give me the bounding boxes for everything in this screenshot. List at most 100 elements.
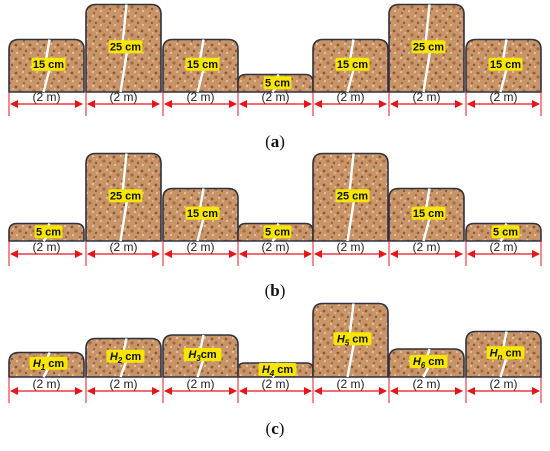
- label-highlight: [486, 346, 525, 360]
- span-length-label: (2 m): [187, 240, 215, 254]
- thickness-unit: cm: [349, 333, 368, 345]
- block-thickness-label: H5 cm: [337, 333, 369, 347]
- block-thickness-label: H6 cm: [413, 356, 445, 370]
- label-highlight: [108, 189, 143, 203]
- thickness-variable: H: [262, 364, 271, 376]
- thickness-unit: cm: [45, 358, 64, 370]
- block-thickness-label: H2 cm: [110, 351, 142, 365]
- thickness-subscript: n: [498, 352, 503, 361]
- thickness-subscript: 5: [345, 338, 350, 347]
- block-thickness-label: 25 cm: [110, 41, 141, 53]
- thickness-variable: H: [337, 333, 346, 345]
- label-highlight: [411, 40, 446, 54]
- label-highlight: [263, 76, 292, 90]
- soil-block: 15 cm: [162, 38, 239, 93]
- soil-block: 25 cm: [85, 3, 162, 93]
- block-thickness-label: 25 cm: [337, 190, 368, 202]
- thickness-variable: H: [110, 351, 119, 363]
- thickness-unit: cm: [201, 349, 217, 361]
- block-thickness-label: H4 cm: [262, 364, 294, 378]
- span-length-label: (2 m): [490, 90, 518, 104]
- soil-block: 25 cm: [388, 3, 465, 93]
- label-highlight: [108, 40, 143, 54]
- label-highlight: [183, 348, 222, 361]
- thickness-unit: cm: [425, 356, 444, 368]
- soil-block: H2 cm: [85, 337, 162, 378]
- label-highlight: [29, 356, 68, 370]
- panel-label-letter: b: [270, 281, 279, 300]
- thickness-variable: H: [490, 347, 499, 359]
- block-thickness-label: H1 cm: [33, 358, 65, 372]
- soil-block: 5 cm: [237, 222, 314, 242]
- block-thickness-label: 15 cm: [187, 208, 218, 220]
- span-length-label: (2 m): [337, 90, 365, 104]
- soil-block: 15 cm: [465, 38, 542, 93]
- soil-block: 15 cm: [312, 38, 389, 93]
- thickness-variable: H: [188, 349, 197, 361]
- panel-label-open: (: [265, 132, 271, 151]
- soil-block: 5 cm: [465, 222, 542, 242]
- label-highlight: [34, 225, 63, 239]
- panel-label-open: (: [265, 281, 271, 300]
- block-thickness-label: 15 cm: [413, 208, 444, 220]
- span-length-label: (2 m): [337, 377, 365, 391]
- panel-label: (b): [265, 281, 286, 300]
- soil-block: H6 cm: [388, 348, 465, 378]
- label-highlight: [106, 349, 145, 363]
- span-length-label: (2 m): [413, 377, 441, 391]
- label-highlight: [185, 57, 220, 71]
- panel-label-letter: c: [271, 419, 279, 438]
- span-length-label: (2 m): [187, 90, 215, 104]
- span-length-label: (2 m): [33, 90, 61, 104]
- soil-block: H1 cm: [8, 351, 85, 378]
- label-highlight: [258, 363, 297, 376]
- thickness-subscript: 2: [117, 356, 123, 365]
- soil-block: 15 cm: [162, 187, 239, 242]
- thickness-subscript: 4: [269, 369, 275, 378]
- soil-block: H4 cm: [237, 362, 314, 378]
- block-thickness-label: 5 cm: [493, 226, 518, 238]
- block-thickness-label: 15 cm: [490, 59, 521, 71]
- block-thickness-label: 15 cm: [187, 59, 218, 71]
- label-highlight: [491, 225, 520, 239]
- soil-block: 15 cm: [8, 38, 85, 93]
- block-thickness-label: 5 cm: [265, 77, 290, 89]
- thickness-variable: H: [33, 358, 42, 370]
- thickness-subscript: 6: [421, 361, 426, 370]
- soil-block: 25 cm: [312, 152, 389, 242]
- soil-block: 15 cm: [388, 187, 465, 242]
- block-thickness-label: 15 cm: [337, 59, 368, 71]
- panel-c: H1 cm(2 m)H2 cm(2 m)H3cm(2 m)H4 cm(2 m)H…: [8, 302, 542, 438]
- span-length-label: (2 m): [33, 377, 61, 391]
- span-length-label: (2 m): [110, 377, 138, 391]
- thickness-unit: cm: [122, 351, 141, 363]
- soil-block: 5 cm: [8, 222, 85, 242]
- block-thickness-label: Hn cm: [490, 347, 522, 361]
- label-highlight: [488, 57, 523, 71]
- span-length-label: (2 m): [490, 377, 518, 391]
- thickness-unit: cm: [274, 364, 293, 376]
- block-thickness-label: 5 cm: [36, 226, 61, 238]
- thickness-subscript: 1: [41, 363, 46, 372]
- block-thickness-label: H3cm: [188, 349, 217, 363]
- panel-label: (c): [266, 419, 285, 438]
- panel-label: (a): [265, 132, 285, 151]
- span-length-label: (2 m): [337, 240, 365, 254]
- label-highlight: [335, 189, 370, 203]
- span-length-label: (2 m): [413, 90, 441, 104]
- thickness-unit: cm: [502, 347, 521, 359]
- span-length-label: (2 m): [33, 240, 61, 254]
- block-thickness-label: 15 cm: [33, 59, 64, 71]
- label-highlight: [185, 206, 220, 220]
- panel-label-close: ): [280, 281, 286, 300]
- label-highlight: [31, 57, 66, 71]
- span-length-label: (2 m): [110, 90, 138, 104]
- thickness-subscript: 3: [196, 354, 201, 363]
- span-length-label: (2 m): [187, 377, 215, 391]
- label-highlight: [411, 206, 446, 220]
- panel-label-letter: a: [271, 132, 280, 151]
- span-length-label: (2 m): [262, 90, 290, 104]
- span-length-label: (2 m): [262, 240, 290, 254]
- panel-label-open: (: [266, 419, 272, 438]
